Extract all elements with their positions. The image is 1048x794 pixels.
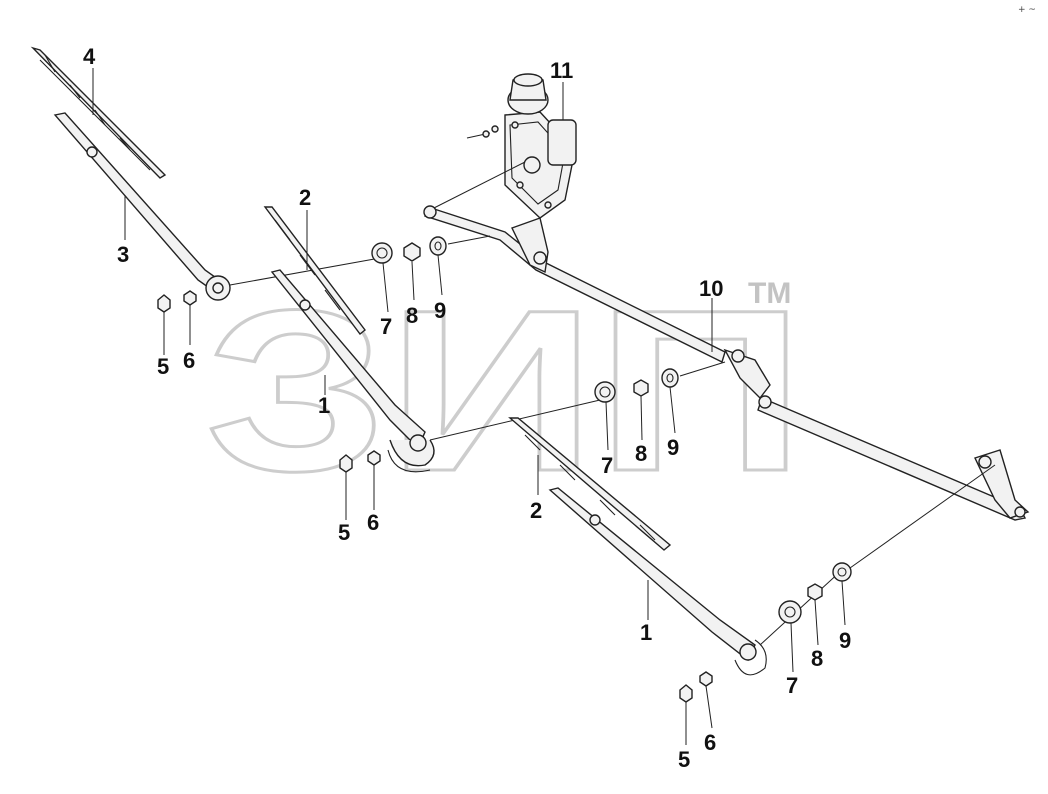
- callout-9: 9: [667, 435, 679, 460]
- watermark-trademark: TM: [748, 277, 791, 310]
- callout-4: 4: [83, 44, 96, 69]
- fasteners-upper: [157, 235, 491, 313]
- arm-1-lower: [548, 487, 843, 676]
- callout-7: 7: [601, 453, 613, 478]
- wiper-motor: [466, 73, 577, 219]
- callout-10: 10: [699, 276, 723, 301]
- callout-5: 5: [338, 520, 350, 545]
- fasteners-middle: [339, 361, 726, 473]
- callout-6: 6: [367, 510, 379, 535]
- callout-9: 9: [839, 628, 851, 653]
- blade-4: [30, 46, 167, 179]
- callout-7: 7: [380, 314, 392, 339]
- callout-6: 6: [183, 348, 195, 373]
- callout-6: 6: [704, 730, 716, 755]
- callout-5: 5: [678, 747, 690, 772]
- callout-7: 7: [786, 673, 798, 698]
- corner-mark: + ~: [1018, 5, 1036, 15]
- callout-5: 5: [157, 354, 169, 379]
- callout-8: 8: [406, 303, 418, 328]
- leader-lines: [92, 68, 846, 745]
- callout-9: 9: [434, 298, 446, 323]
- callout-3: 3: [117, 242, 129, 267]
- callout-8: 8: [635, 441, 647, 466]
- callout-2: 2: [530, 498, 542, 523]
- arm-1-upper: [270, 269, 601, 473]
- callout-1: 1: [318, 393, 330, 418]
- callout-8: 8: [811, 646, 823, 671]
- callout-11: 11: [550, 58, 573, 83]
- fasteners-lower: [679, 464, 996, 703]
- wiper-linkage: [423, 161, 1030, 521]
- callout-labels: 4 3 2 1 5 6 7 8 9 11 10 7 8 9 5 6 2 1 7 …: [83, 44, 851, 772]
- callout-1: 1: [640, 620, 652, 645]
- blade-2-lower: [508, 417, 672, 551]
- callout-2: 2: [299, 185, 311, 210]
- arm-3: [53, 112, 381, 301]
- blade-2-upper: [263, 206, 366, 335]
